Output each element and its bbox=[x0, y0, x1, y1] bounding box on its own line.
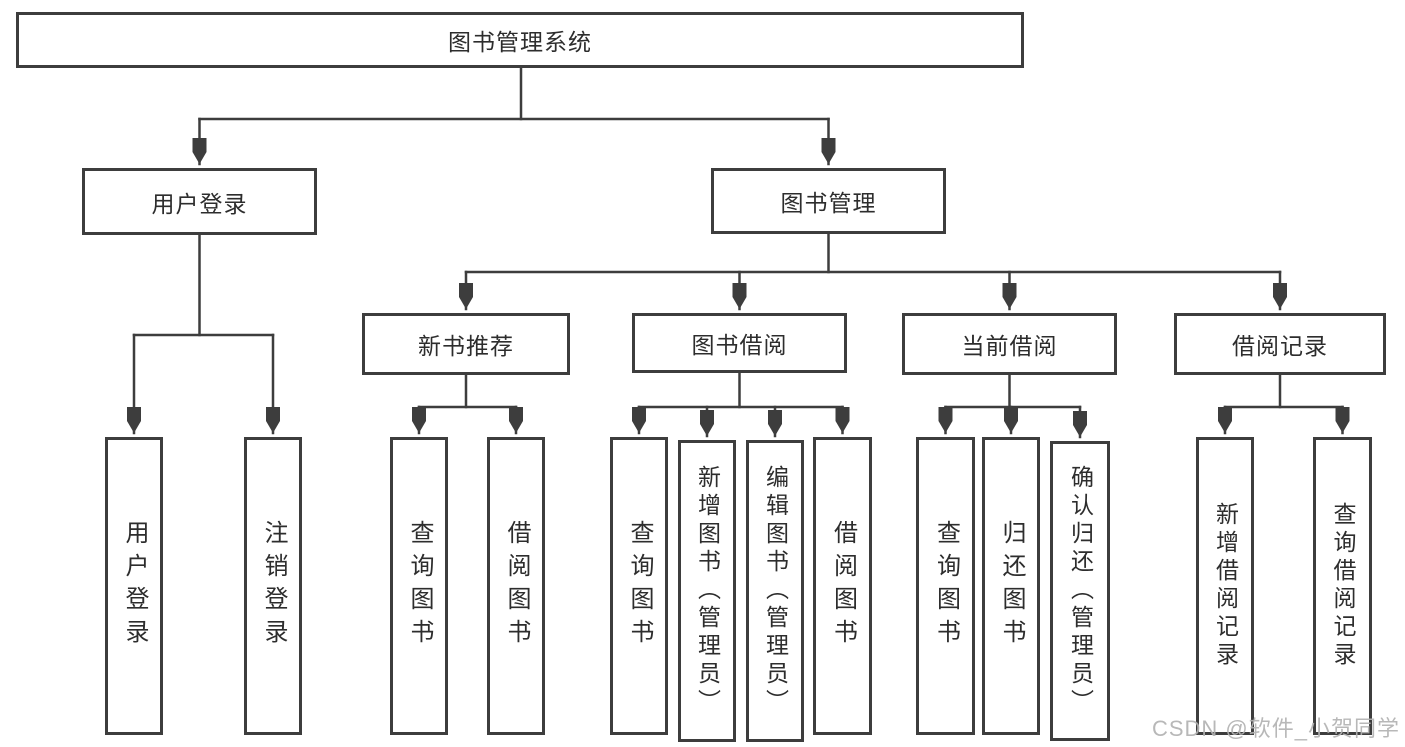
node-borrow-records: 借阅记录 bbox=[1174, 313, 1386, 375]
node-user-login: 用户登录 bbox=[82, 168, 317, 235]
node-label: 用户登录 bbox=[121, 520, 148, 652]
node-leaf-borrow-books-2: 借阅图书 bbox=[813, 437, 872, 735]
node-leaf-edit-books-admin: 编辑图书（管理员） bbox=[746, 440, 804, 742]
node-book-management: 图书管理 bbox=[711, 168, 946, 234]
node-leaf-query-books-3: 查询图书 bbox=[916, 437, 975, 735]
node-label: 借阅图书 bbox=[503, 520, 530, 652]
csdn-watermark: CSDN @软件_小贺同学 bbox=[1151, 716, 1400, 741]
node-leaf-query-books-2: 查询图书 bbox=[610, 437, 668, 735]
node-leaf-return-books: 归还图书 bbox=[982, 437, 1040, 735]
node-leaf-confirm-return-admin: 确认归还（管理员） bbox=[1050, 441, 1110, 741]
node-leaf-user-login: 用户登录 bbox=[105, 437, 163, 735]
node-label: 编辑图书（管理员） bbox=[762, 465, 789, 717]
node-label: 查询图书 bbox=[626, 520, 653, 652]
node-new-book-recommend: 新书推荐 bbox=[362, 313, 570, 375]
node-label: 图书借阅 bbox=[691, 332, 788, 358]
node-label: 查询图书 bbox=[406, 520, 433, 652]
node-leaf-add-borrow-record: 新增借阅记录 bbox=[1196, 437, 1254, 735]
node-label: 查询借阅记录 bbox=[1330, 502, 1356, 670]
node-leaf-borrow-books-1: 借阅图书 bbox=[487, 437, 545, 735]
node-label: 图书管理 bbox=[780, 190, 877, 216]
node-label: 当前借阅 bbox=[961, 333, 1058, 359]
node-label: 借阅图书 bbox=[829, 520, 857, 652]
node-label: 用户登录 bbox=[151, 190, 248, 217]
node-current-borrow: 当前借阅 bbox=[902, 313, 1117, 375]
node-root-system: 图书管理系统 bbox=[16, 12, 1024, 68]
node-leaf-add-books-admin: 新增图书（管理员） bbox=[678, 440, 736, 742]
node-label: 查询图书 bbox=[932, 520, 960, 652]
node-label: 注销登录 bbox=[260, 520, 287, 652]
node-label: 新书推荐 bbox=[418, 333, 514, 359]
node-leaf-query-books-1: 查询图书 bbox=[390, 437, 448, 735]
node-label: 归还图书 bbox=[998, 520, 1025, 652]
connector-group bbox=[127, 66, 1350, 439]
node-label: 新增借阅记录 bbox=[1212, 502, 1239, 670]
node-label: 新增图书（管理员） bbox=[694, 465, 721, 717]
node-label: 借阅记录 bbox=[1232, 333, 1328, 359]
node-book-borrow: 图书借阅 bbox=[632, 313, 847, 373]
node-leaf-logout: 注销登录 bbox=[244, 437, 302, 735]
node-leaf-query-borrow-record: 查询借阅记录 bbox=[1313, 437, 1372, 735]
node-label: 图书管理系统 bbox=[448, 29, 592, 55]
node-label: 确认归还（管理员） bbox=[1067, 465, 1094, 717]
